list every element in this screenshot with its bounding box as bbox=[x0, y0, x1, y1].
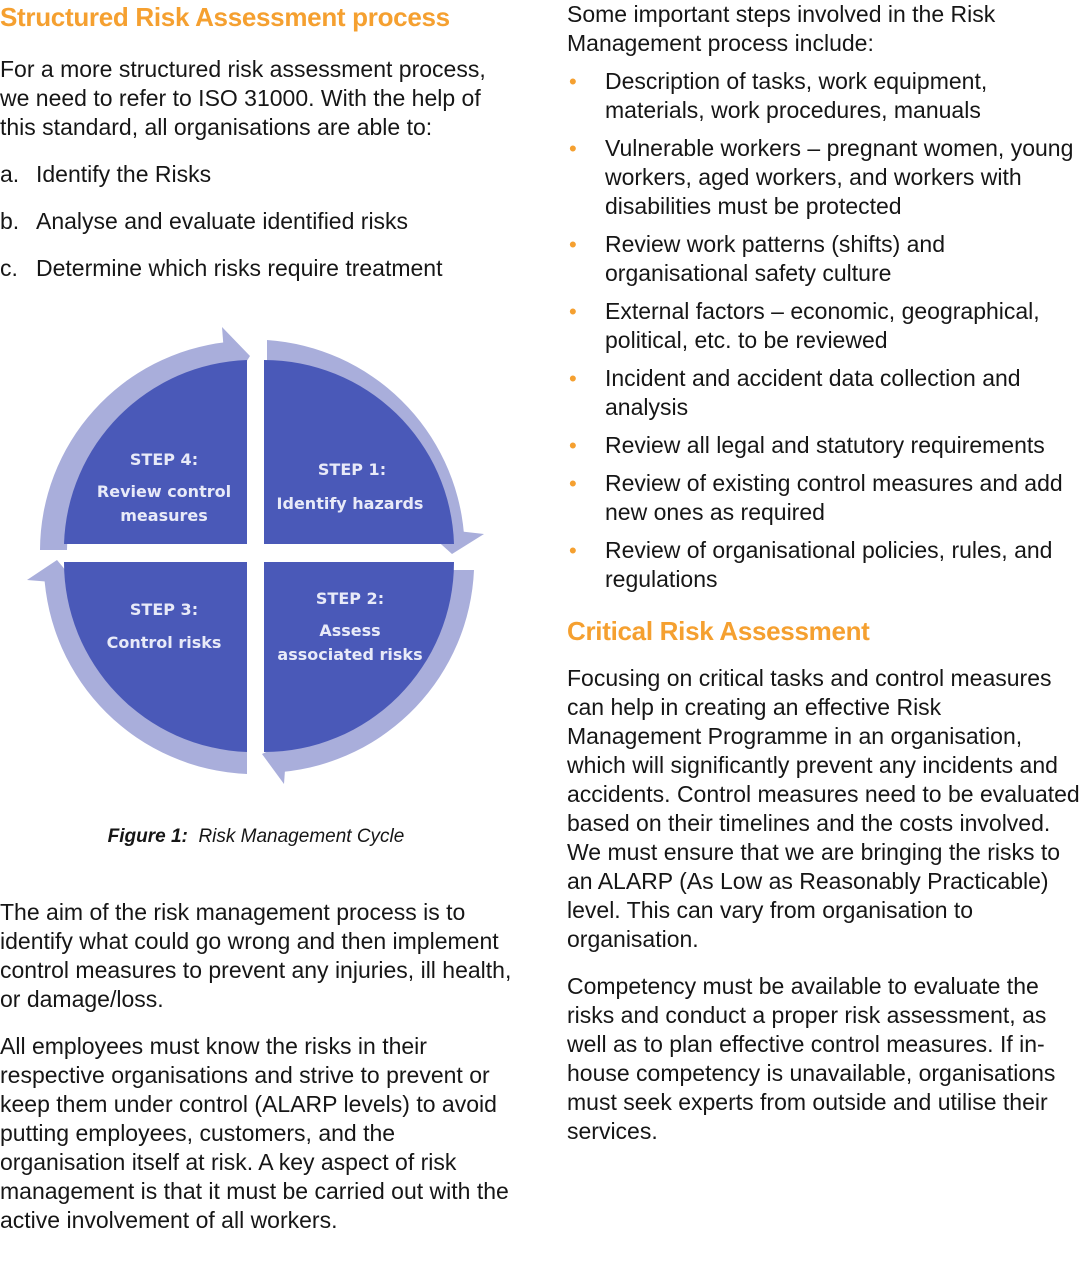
objectives-list: a.Identify the Risks b.Analyse and evalu… bbox=[0, 160, 520, 283]
bullet-icon: • bbox=[569, 232, 577, 257]
list-item: •External factors – economic, geographic… bbox=[569, 298, 1040, 353]
list-item: •Review all legal and statutory requirem… bbox=[569, 432, 1045, 458]
intro-paragraph: For a more structured risk assessment pr… bbox=[0, 56, 486, 140]
left-lower-text: The aim of the risk management process i… bbox=[0, 898, 520, 1235]
list-item: a.Identify the Risks bbox=[0, 161, 212, 187]
list-item: c.Determine which risks require treatmen… bbox=[0, 255, 443, 281]
list-item: •Vulnerable workers – pregnant women, yo… bbox=[569, 135, 1074, 219]
cycle-diagram-graphic: STEP 1: Identify hazards STEP 2: Assess … bbox=[27, 327, 484, 784]
step2-text1: Assess bbox=[319, 621, 380, 640]
right-column: Some important steps involved in the Ris… bbox=[567, 0, 1080, 1146]
bullet-icon: • bbox=[569, 538, 577, 563]
bullet-icon: • bbox=[569, 299, 577, 324]
step4-text2: measures bbox=[120, 506, 208, 525]
section-heading-structured: Structured Risk Assessment process bbox=[0, 2, 450, 32]
bullet-icon: • bbox=[569, 471, 577, 496]
list-item: b.Analyse and evaluate identified risks bbox=[0, 208, 409, 234]
bullet-icon: • bbox=[569, 136, 577, 161]
bullet-icon: • bbox=[569, 69, 577, 94]
step4-title: STEP 4: bbox=[130, 450, 198, 469]
left-column: Structured Risk Assessment process For a… bbox=[0, 0, 520, 283]
step3-text: Control risks bbox=[107, 633, 222, 652]
section-heading-critical: Critical Risk Assessment bbox=[567, 616, 870, 646]
employees-paragraph: All employees must know the risks in the… bbox=[0, 1033, 509, 1233]
figure-caption: Figure 1: Risk Management Cycle bbox=[0, 826, 512, 848]
critical-paragraph: Focusing on critical tasks and control m… bbox=[567, 665, 1080, 952]
steps-intro: Some important steps involved in the Ris… bbox=[567, 1, 996, 56]
step1-text: Identify hazards bbox=[277, 494, 424, 513]
list-item: •Review of existing control measures and… bbox=[569, 470, 1063, 525]
caption-label: Figure 1: bbox=[107, 826, 188, 847]
list-item: •Incident and accident data collection a… bbox=[569, 365, 1021, 420]
step1-title: STEP 1: bbox=[318, 460, 386, 479]
step4-text1: Review control bbox=[97, 482, 231, 501]
step3-title: STEP 3: bbox=[130, 600, 198, 619]
list-item: •Review work patterns (shifts) and organ… bbox=[569, 231, 946, 286]
aim-paragraph: The aim of the risk management process i… bbox=[0, 899, 512, 1012]
steps-bullet-list: •Description of tasks, work equipment, m… bbox=[567, 67, 1080, 594]
list-item: •Review of organisational policies, rule… bbox=[569, 537, 1053, 592]
list-item: •Description of tasks, work equipment, m… bbox=[569, 68, 988, 123]
bullet-icon: • bbox=[569, 366, 577, 391]
step2-title: STEP 2: bbox=[316, 589, 384, 608]
bullet-icon: • bbox=[569, 433, 577, 458]
risk-management-cycle-diagram: STEP 1: Identify hazards STEP 2: Assess … bbox=[22, 322, 492, 792]
caption-text: Risk Management Cycle bbox=[198, 826, 405, 847]
step2-text2: associated risks bbox=[277, 645, 422, 664]
competency-paragraph: Competency must be available to evaluate… bbox=[567, 973, 1056, 1144]
